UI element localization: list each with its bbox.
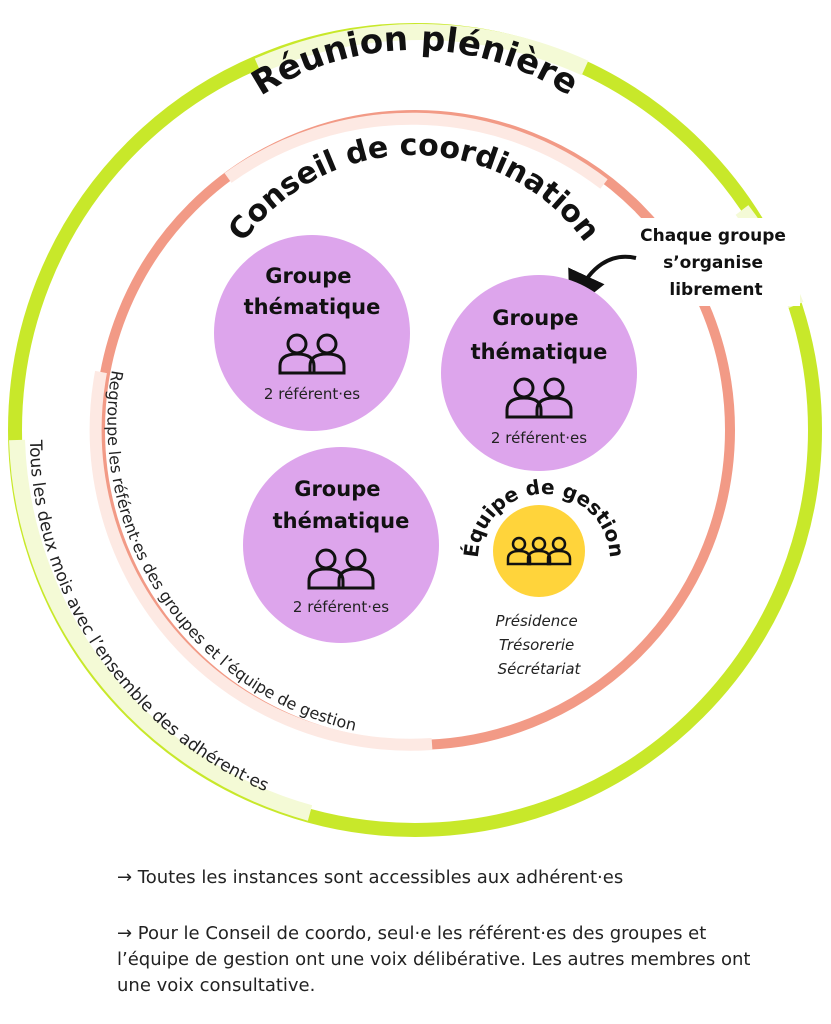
note-accessibility: → Toutes les instances sont accessibles … <box>117 867 624 888</box>
group-3: Groupe thématique 2 référent·es <box>243 447 439 643</box>
group-1-title: Groupe thématique <box>244 264 381 319</box>
management-roles: Présidence Trésorerie Sécrétariat <box>496 612 583 678</box>
group-3-caption: 2 référent·es <box>293 598 389 616</box>
role-secretariat: Sécrétariat <box>498 660 582 678</box>
two-people-icon <box>505 377 573 419</box>
group-3-title-line-2: thématique <box>273 509 410 533</box>
management-team: Équipe de gestion Présidence Trésorerie … <box>459 475 629 678</box>
two-people-icon <box>307 548 375 590</box>
role-tresorerie: Trésorerie <box>499 636 574 654</box>
group-2-caption: 2 référent·es <box>491 429 587 447</box>
group-2-circle <box>441 275 637 471</box>
group-1-title-line-1: Groupe <box>265 264 351 288</box>
two-people-icon <box>278 333 346 375</box>
annotation-box <box>630 218 800 306</box>
group-2: Groupe thématique 2 référent·es <box>441 275 637 471</box>
group-2-title-line-1: Groupe <box>492 306 578 330</box>
three-people-icon <box>506 536 572 566</box>
inner-ring-subtitle-gap <box>89 370 433 751</box>
group-3-circle <box>243 447 439 643</box>
outer-ring-title-gap <box>254 24 589 76</box>
outer-ring-subtitle-gap <box>9 439 313 821</box>
inner-ring-title-gap <box>224 112 608 189</box>
group-3-title-line-1: Groupe <box>294 477 380 501</box>
note-voting-rights: → Pour le Conseil de coordo, seul·e les … <box>117 923 751 996</box>
group-2-title-line-2: thématique <box>471 340 608 364</box>
annotation: Chaque groupe s’organise librement <box>640 226 792 300</box>
outer-ring-title: Réunion plénière <box>245 19 586 104</box>
group-1-caption: 2 référent·es <box>264 385 360 403</box>
annotation-line-1: Chaque groupe <box>640 226 786 246</box>
group-2-title: Groupe thématique <box>471 306 608 364</box>
role-presidence: Présidence <box>496 612 578 630</box>
group-1-title-line-2: thématique <box>244 295 381 319</box>
annotation-line-2: s’organise <box>663 253 763 273</box>
outer-ring-title-text: Réunion plénière <box>245 19 586 104</box>
group-1-circle <box>214 235 410 431</box>
inner-ring <box>95 110 735 750</box>
group-1: Groupe thématique 2 référent·es <box>214 235 410 431</box>
group-3-title: Groupe thématique <box>273 477 410 533</box>
annotation-line-3: librement <box>669 280 762 300</box>
